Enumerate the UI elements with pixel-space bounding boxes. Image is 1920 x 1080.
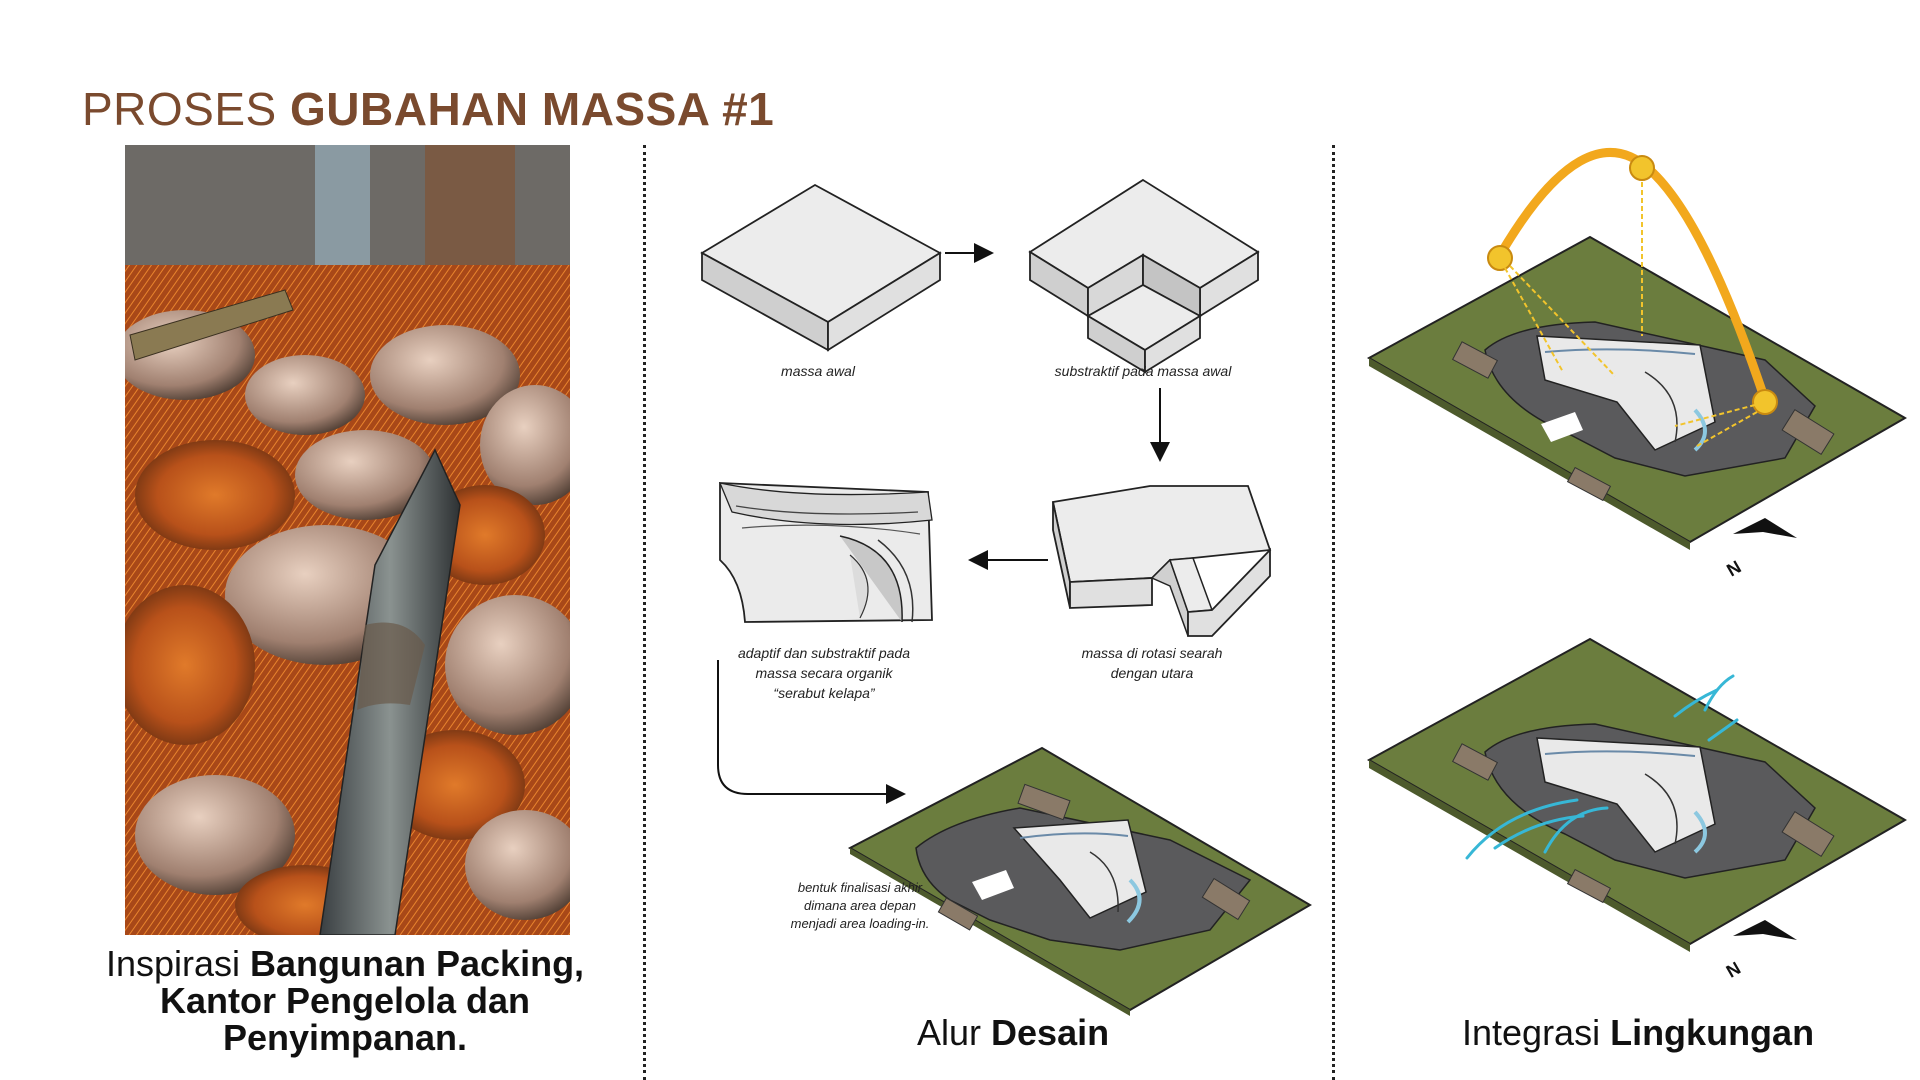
step5-label-line2: dimana area depan — [804, 898, 916, 913]
step1-label: massa awal — [781, 363, 856, 379]
wind-arrows — [1465, 674, 1739, 860]
divider-left — [643, 145, 646, 1080]
step4-label-line3: “serabut kelapa” — [773, 685, 876, 701]
coconut-husk-illustration — [125, 145, 570, 935]
step4-label-line2: massa secara organik — [756, 665, 894, 681]
north-arrow-top: N — [1723, 518, 1797, 581]
step3-label-line2: dengan utara — [1111, 665, 1194, 681]
sun-icon-west — [1752, 389, 1778, 415]
design-flow-caption: Alur Desain — [917, 1012, 1109, 1054]
design-flow-caption-light: Alur — [917, 1012, 992, 1053]
inspiration-caption-light: Inspirasi — [105, 943, 250, 984]
environment-caption: Integrasi Lingkungan — [1462, 1012, 1814, 1054]
sun-icon-east — [1487, 245, 1513, 271]
page-title: PROSES GUBAHAN MASSA #1 — [82, 82, 774, 136]
arrow-step4-to-final — [717, 660, 906, 804]
north-label-top: N — [1723, 557, 1744, 581]
step2-label: substraktif pada massa awal — [1055, 363, 1233, 379]
north-label-bottom: N — [1723, 958, 1744, 982]
wind-flow-site — [1366, 637, 1908, 952]
inspiration-caption-bold: Bangunan Packing, Kantor Pengelola dan P… — [159, 943, 585, 1058]
environment-caption-bold: Lingkungan — [1610, 1012, 1815, 1053]
design-flow-caption-bold: Desain — [991, 1012, 1110, 1053]
inspiration-caption: Inspirasi Bangunan Packing, Kantor Penge… — [100, 945, 590, 1056]
sun-icon-zenith — [1629, 155, 1655, 181]
mass-rotated-block — [1051, 485, 1272, 637]
environment-caption-light: Integrasi — [1462, 1012, 1611, 1053]
inspiration-photo — [125, 145, 570, 935]
step5-label-line1: bentuk finalisasi akhir — [798, 880, 923, 895]
sun-rays — [1504, 182, 1758, 447]
title-light: PROSES — [82, 83, 291, 135]
divider-right — [1332, 145, 1335, 1080]
sun-path-site — [1366, 235, 1908, 550]
final-site-plan — [847, 746, 1312, 1016]
design-flow-diagram: massa awal substraktif pada massa awal a… — [700, 178, 1312, 1016]
mass-subtracted-block — [1028, 178, 1260, 374]
environment-integration-diagram: N N — [1366, 148, 1908, 982]
mass-initial-block — [700, 183, 942, 352]
step5-label-line3: menjadi area loading-in. — [791, 916, 930, 931]
step3-label-line1: massa di rotasi searah — [1082, 645, 1223, 661]
title-bold: GUBAHAN MASSA #1 — [290, 83, 775, 135]
mass-organic-block — [718, 482, 933, 623]
north-arrow-bottom: N — [1723, 920, 1797, 982]
step4-label-line1: adaptif dan substraktif pada — [738, 645, 910, 661]
